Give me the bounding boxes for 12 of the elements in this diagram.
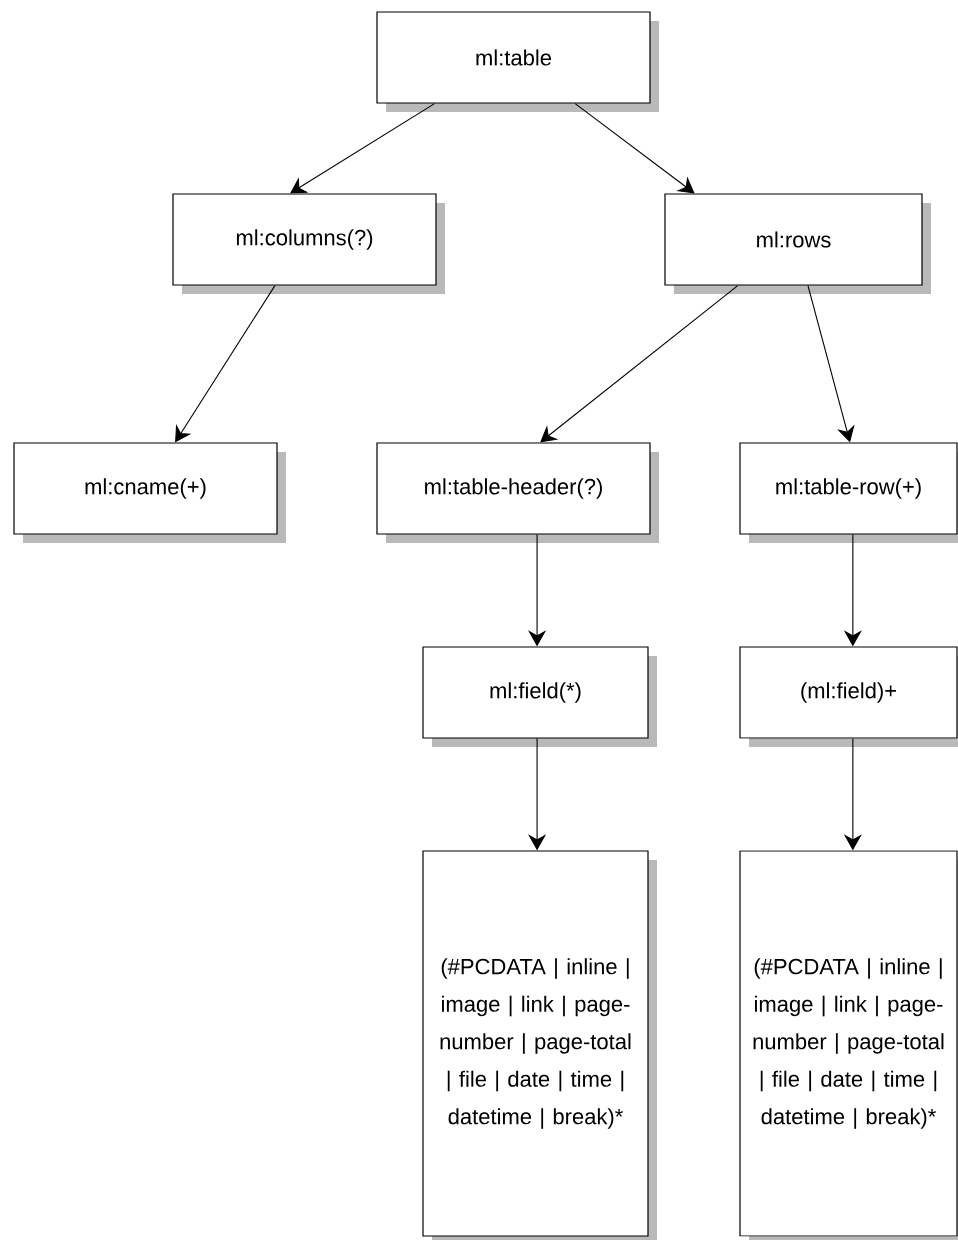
element-box: ml:rows: [664, 193, 931, 294]
element-box: (ml:field)+: [739, 646, 958, 747]
element-box: ml:table: [376, 11, 659, 112]
arrow: [574, 103, 695, 194]
element-box: ml:columns(?): [172, 193, 445, 294]
arrow: [540, 285, 739, 443]
element-box: ml:cname(+): [13, 442, 286, 543]
element-box: ml:table-row(+): [739, 442, 958, 543]
content-box: (#PCDATA | inline | image | link | page-number | page-total | file | date | time | datetime | break)*: [422, 850, 657, 1240]
element-box: ml:table-header(?): [376, 442, 659, 543]
element-box: ml:field(*): [422, 646, 657, 747]
content-box: (#PCDATA | inline | image | link | page-number | page-total | file | date | time | datetime | break)*: [739, 850, 958, 1240]
